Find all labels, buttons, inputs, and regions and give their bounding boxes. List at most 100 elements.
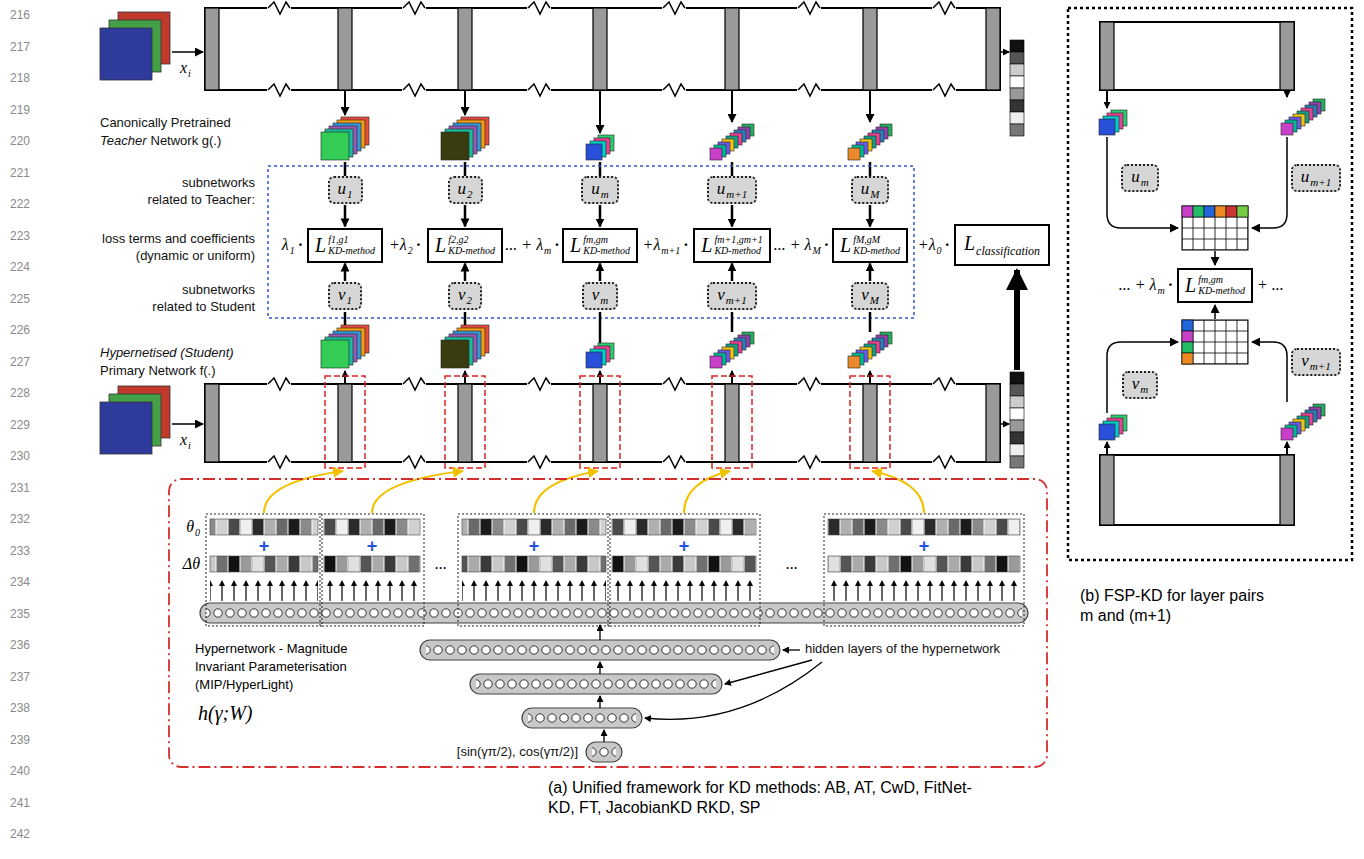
superscript: f2,g2 <box>448 234 495 245</box>
student-network <box>850 376 890 468</box>
hypernetwork-illustration <box>210 556 318 572</box>
line-number: 216 <box>10 8 30 22</box>
subnetwork-box: um+1 <box>707 176 757 204</box>
fsp-panel <box>1068 8 1352 560</box>
line-number: 235 <box>10 607 30 621</box>
label-group: Primary Network f(.) <box>100 363 216 378</box>
teacher-network <box>321 117 369 160</box>
loss-symbol: L <box>1185 274 1196 297</box>
line-number: 241 <box>10 796 30 810</box>
label-group: 230 <box>10 449 30 463</box>
loss-term-box: Lf1,g1KD-method <box>307 228 383 263</box>
subscript: 0 <box>195 527 200 538</box>
label-group: + <box>529 536 540 557</box>
connector-arrow <box>731 264 734 282</box>
subscript: m <box>600 294 608 306</box>
fsp-panel <box>1106 442 1108 455</box>
line-number: 233 <box>10 544 30 558</box>
teacher-network <box>338 8 352 90</box>
student-network <box>986 384 1000 462</box>
subnetwork-box: vm+1 <box>707 282 756 310</box>
label-group: 234 <box>10 575 30 589</box>
subscript: m <box>1140 383 1148 395</box>
teacher-network <box>172 51 203 53</box>
teacher-network <box>1010 40 1024 136</box>
subscript: m+1 <box>1310 176 1331 188</box>
subnetwork-box: u1 <box>328 176 363 204</box>
loss-symbol: L <box>435 234 446 257</box>
teacher-network <box>731 162 734 177</box>
fsp-panel <box>1107 342 1178 413</box>
teacher-network <box>345 90 870 133</box>
label-group: 238 <box>10 701 30 715</box>
fsp-panel <box>1280 22 1294 90</box>
student-network <box>932 454 956 470</box>
fsp-panel <box>1215 206 1226 217</box>
student-network <box>402 376 426 392</box>
fsp-panel <box>1182 320 1248 364</box>
teacher-network <box>458 8 472 90</box>
connector-arrow <box>869 264 872 282</box>
hypernetwork-illustration <box>458 514 610 626</box>
subnetwork-box: um <box>581 176 618 204</box>
label-group: 221 <box>10 166 30 180</box>
connector-arrow <box>344 264 347 282</box>
hypernetwork-illustration <box>645 662 822 719</box>
label-group: ... + λm· <box>1119 276 1173 294</box>
subnetwork-box: uM <box>851 176 890 204</box>
label-group: Canonically Pretrained <box>100 115 231 130</box>
subscript: m <box>1158 285 1165 296</box>
label-group: + ... <box>1257 276 1284 294</box>
subnetwork-symbol: v <box>592 285 600 305</box>
hypernetwork-illustration <box>200 603 1028 623</box>
student-network <box>100 270 1024 470</box>
annotation: hidden layers of the hypernetwork <box>805 641 1000 656</box>
hypernetwork-illustration <box>320 514 424 626</box>
label-group: 217 <box>10 40 30 54</box>
teacher-network <box>402 82 426 98</box>
label-group: 242 <box>10 827 30 841</box>
connector-arrow <box>464 205 467 227</box>
plus-sign: + <box>367 536 378 557</box>
hypernetwork-illustration <box>264 471 343 513</box>
hypernetwork-illustration <box>462 519 606 535</box>
label-group: 239 <box>10 733 30 747</box>
subscript: 2 <box>467 294 473 306</box>
subnetwork-box: vm <box>1122 371 1159 399</box>
subnetwork-symbol: u <box>458 179 467 199</box>
hypernetwork-illustration <box>206 603 1022 623</box>
coefficient: ... + λ <box>505 236 543 254</box>
line-number: 232 <box>10 512 30 526</box>
label-group: subnetworks <box>182 282 255 297</box>
student-network <box>1010 372 1024 468</box>
student-network <box>527 454 551 470</box>
plus-sign: + <box>679 536 690 557</box>
label-group: related to Teacher: <box>148 192 255 207</box>
row-label: related to Teacher: <box>148 192 255 207</box>
student-network <box>932 376 956 392</box>
student-network <box>464 371 466 384</box>
hypernetwork-illustration <box>599 662 600 674</box>
teacher-network <box>267 82 291 98</box>
teacher-network <box>725 8 739 90</box>
hypernetwork-illustration <box>324 578 420 602</box>
line-number: 230 <box>10 449 30 463</box>
fsp-panel <box>1107 137 1287 413</box>
line-number: 221 <box>10 166 30 180</box>
label-group: 224 <box>10 260 30 274</box>
label-group: θ0 <box>186 518 200 536</box>
superscript: fM,gM <box>853 234 900 245</box>
subscript: M <box>870 188 879 200</box>
hypernetwork-illustration <box>603 730 604 742</box>
coefficient: ... + λ <box>1119 276 1157 294</box>
label-group: +λ0· <box>918 236 950 254</box>
hypernetwork-illustration <box>872 471 924 513</box>
line-number: 237 <box>10 670 30 684</box>
line-number: 219 <box>10 103 30 117</box>
connector-arrow <box>464 264 467 282</box>
row-label: loss terms and coefficients <box>102 231 255 246</box>
fsp-panel <box>1281 404 1325 440</box>
subnetwork-box: um+1 <box>1291 164 1341 192</box>
ellipsis: ... <box>786 555 798 573</box>
coefficient: λ <box>282 236 289 254</box>
